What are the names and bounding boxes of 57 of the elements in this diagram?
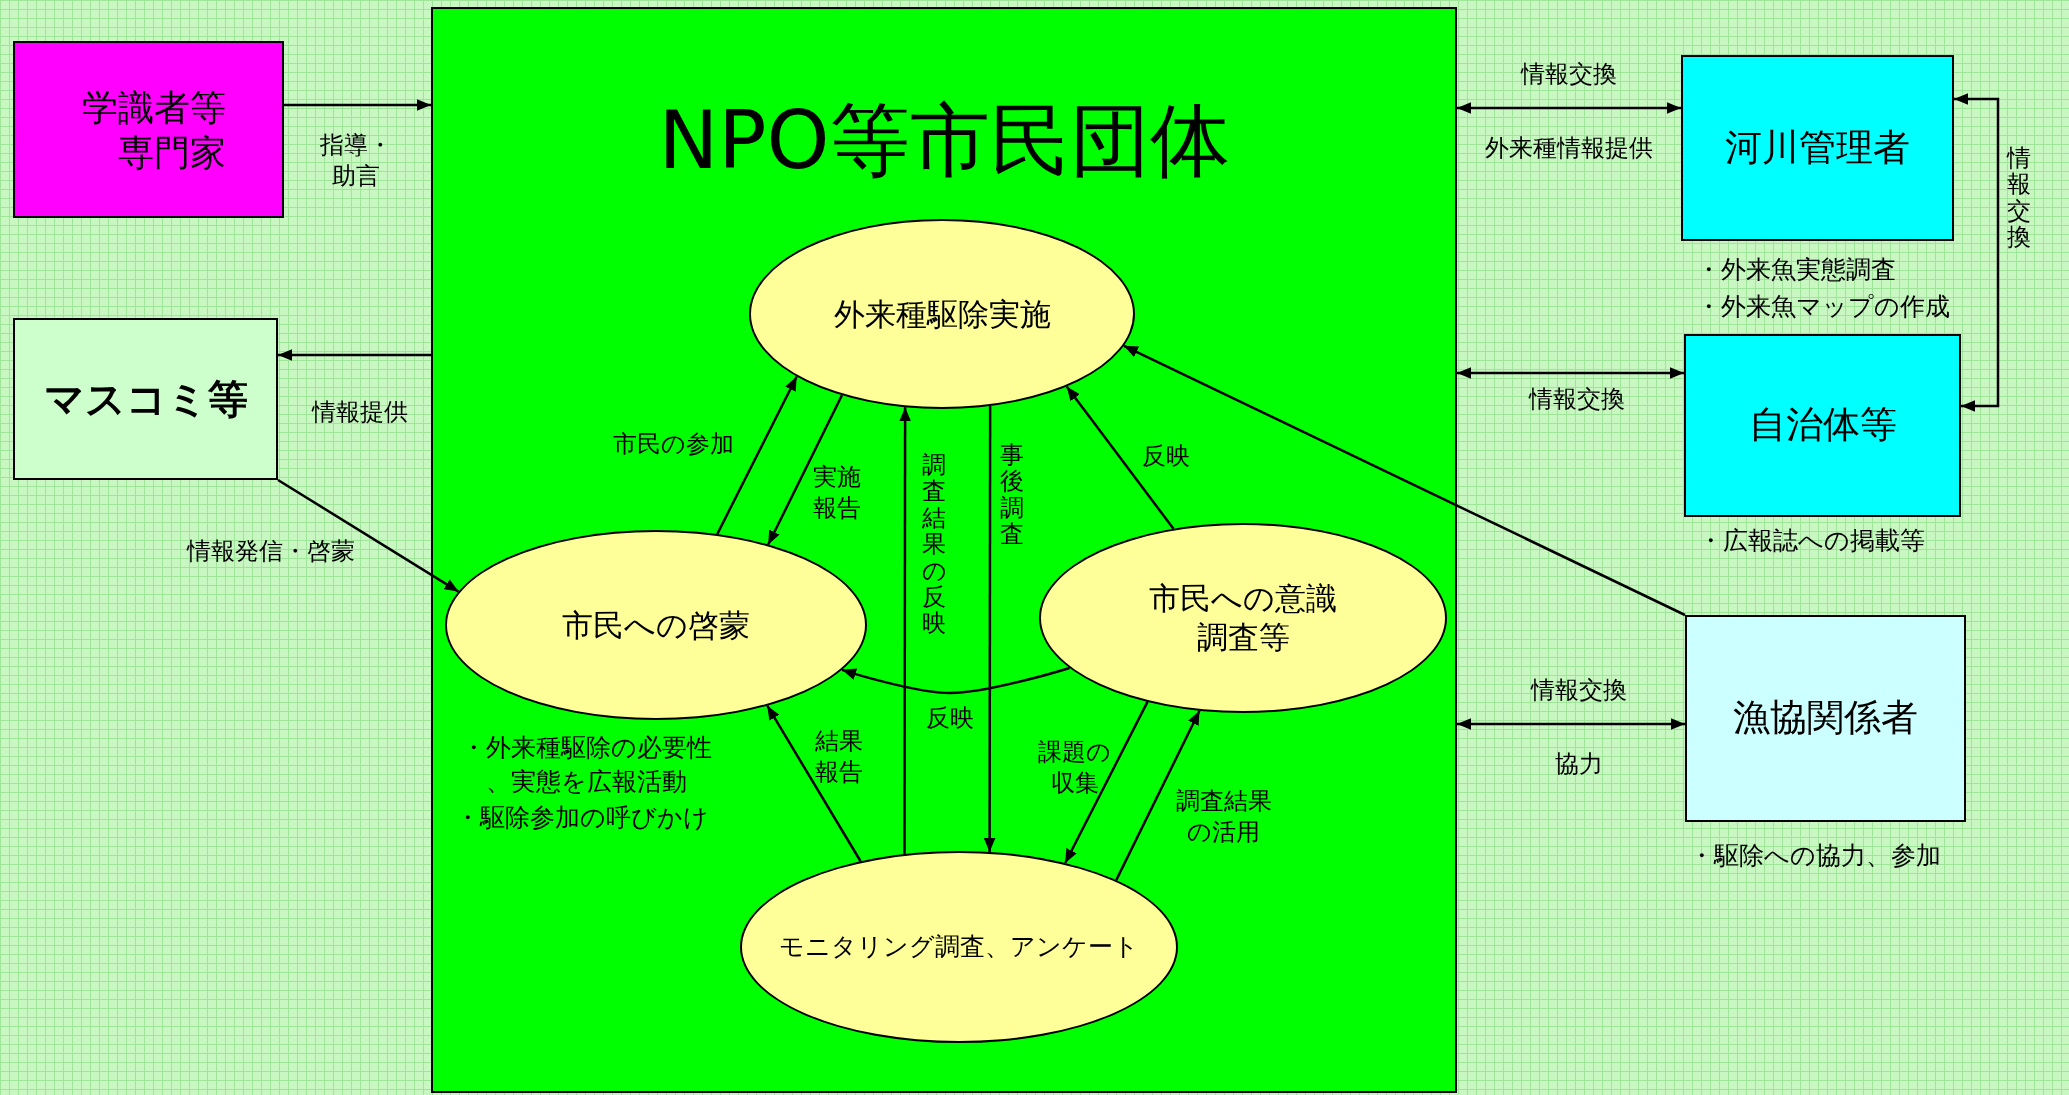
edge-label: 市民の参加: [612, 429, 734, 461]
arrow: [716, 376, 798, 535]
arrow: [841, 666, 1070, 695]
arrow: [1115, 710, 1201, 881]
node-label: 河川管理者: [1725, 124, 1910, 171]
caption-text: 協力: [1555, 749, 1603, 781]
edge-label: 課題の収集: [1037, 736, 1113, 799]
node-label: 外来種駆除実施: [833, 294, 1051, 334]
stakeholder-box: [1681, 55, 1954, 241]
edge-label: 反映: [926, 703, 974, 735]
edge-label: 情報交換: [1529, 384, 1625, 416]
arrow: [1065, 385, 1175, 530]
arrow: [1123, 344, 1686, 617]
arrow: [899, 407, 911, 854]
node-label: モニタリング調査、アンケート: [779, 931, 1139, 963]
edge-label: 実施報告: [812, 461, 862, 524]
panel-title: NPO等市民団体: [658, 93, 1230, 189]
arrow: [1457, 367, 1684, 379]
edge-label: 指導・助言: [319, 129, 393, 192]
arrow: [767, 394, 844, 546]
caption-text: 外来種情報提供: [1485, 133, 1653, 165]
node-label: 漁協関係者: [1733, 695, 1918, 742]
note-text: ・駆除への協力、参加: [1689, 840, 1941, 872]
edge-label: 情報提供: [312, 397, 408, 429]
node-label: マスコミ等: [43, 375, 248, 424]
arrow: [1457, 718, 1685, 730]
edge-label: 調査結果の反映: [922, 451, 946, 637]
node-label: 市民への啓蒙: [562, 605, 750, 645]
note-text: ・外来種駆除の必要性、実態を広報活動: [459, 732, 713, 798]
edge-label: 情報発信・啓蒙: [187, 536, 355, 568]
arrow: [766, 705, 862, 862]
edge-label: 反映: [1142, 441, 1190, 473]
arrow: [284, 99, 431, 111]
edge-label: 情報交換: [1521, 59, 1617, 91]
arrow: [1064, 701, 1149, 864]
arrow: [278, 349, 431, 361]
stakeholder-box: [1685, 615, 1966, 822]
stakeholder-box: [13, 318, 278, 480]
note-text: ・駆除参加の呼びかけ: [455, 802, 709, 834]
stakeholder-box: [13, 41, 284, 218]
arrow: [983, 406, 996, 852]
organization-panel: [431, 7, 1457, 1093]
edge-label: 事後調査: [1000, 442, 1024, 548]
edge-label: 情報交換: [2007, 145, 2031, 251]
node-label: 学識者等専門家: [80, 85, 226, 175]
note-text: ・広報誌への掲載等: [1698, 525, 1925, 557]
edge-label: 結果報告: [814, 725, 864, 788]
edge-label: 調査結果の活用: [1175, 785, 1273, 848]
arrow: [1457, 102, 1681, 114]
arrow: [277, 478, 460, 593]
note-text: ・外来魚マップの作成: [1696, 291, 1950, 323]
edge-label: 情報交換: [1531, 675, 1627, 707]
note-text: ・外来魚実態調査: [1696, 254, 1896, 286]
arrow: [1954, 93, 2000, 412]
stakeholder-box: [1684, 334, 1961, 517]
node-label: 自治体等: [1748, 402, 1897, 449]
node-label: 市民への意識調査等: [1148, 579, 1338, 657]
